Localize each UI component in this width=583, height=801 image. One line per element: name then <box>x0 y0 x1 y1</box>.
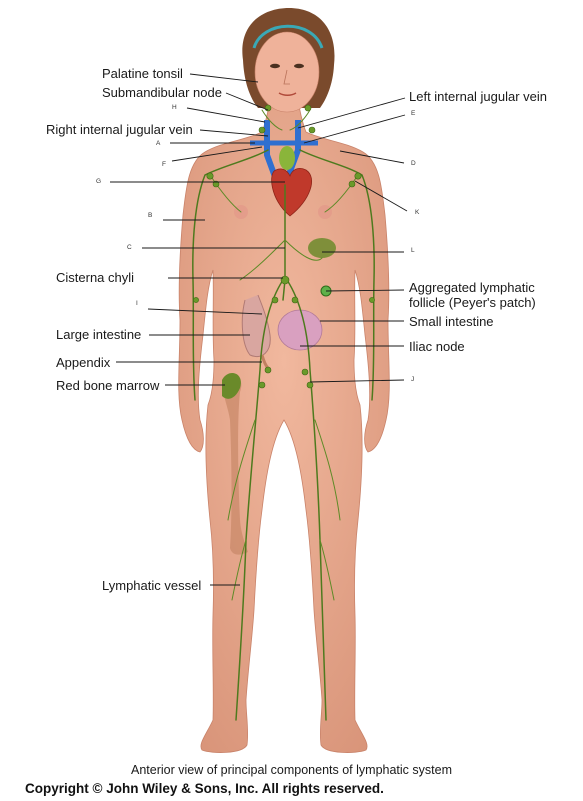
letter-h: H <box>172 104 177 111</box>
red-bone-marrow <box>222 373 241 399</box>
face <box>254 31 320 113</box>
letter-g: G <box>96 178 102 185</box>
label-lymphatic-vessel: Lymphatic vessel <box>102 578 202 593</box>
left-jugular-vein <box>282 120 301 187</box>
letter-d: D <box>411 160 416 167</box>
label-palatine-tonsil: Palatine tonsil <box>102 66 183 81</box>
spleen <box>308 238 336 258</box>
label-iliac-node: Iliac node <box>409 339 465 354</box>
letter-l: L <box>411 247 415 254</box>
letter-f: F <box>162 161 166 168</box>
letter-i: I <box>136 300 138 307</box>
letter-j: J <box>411 376 415 383</box>
label-small-intestine: Small intestine <box>409 314 494 329</box>
label-right-internal-jugular-vein: Right internal jugular vein <box>46 122 193 137</box>
copyright-notice: Copyright © John Wiley & Sons, Inc. All … <box>25 781 384 796</box>
letter-c: C <box>127 244 132 251</box>
label-submandibular-node: Submandibular node <box>102 85 222 100</box>
label-aggregated-lymphatic-follicle-line2: follicle (Peyer's patch) <box>409 295 536 310</box>
label-cisterna-chyli: Cisterna chyli <box>56 270 135 285</box>
letter-a: A <box>156 140 161 147</box>
letter-e: E <box>411 110 416 117</box>
leader-lines <box>110 73 408 586</box>
label-large-intestine: Large intestine <box>56 327 142 342</box>
small-intestine <box>277 309 323 351</box>
mouth <box>278 92 297 96</box>
label-red-bone-marrow: Red bone marrow <box>56 378 160 393</box>
label-left-internal-jugular-vein: Left internal jugular vein <box>409 89 548 104</box>
right-eye <box>294 63 304 69</box>
thymus <box>279 146 295 170</box>
femur <box>223 376 248 555</box>
lymphatic-vessel-network <box>192 109 375 721</box>
figure-caption: Anterior view of principal components of… <box>131 763 452 777</box>
body-silhouette <box>178 99 390 753</box>
letter-k: K <box>415 209 420 216</box>
nose <box>283 69 290 85</box>
letter-b: B <box>148 212 153 219</box>
label-aggregated-lymphatic-follicle-line1: Aggregated lymphatic <box>409 280 535 295</box>
label-appendix: Appendix <box>56 355 111 370</box>
headband <box>252 24 324 49</box>
left-eye <box>270 63 280 69</box>
heart <box>271 168 312 217</box>
